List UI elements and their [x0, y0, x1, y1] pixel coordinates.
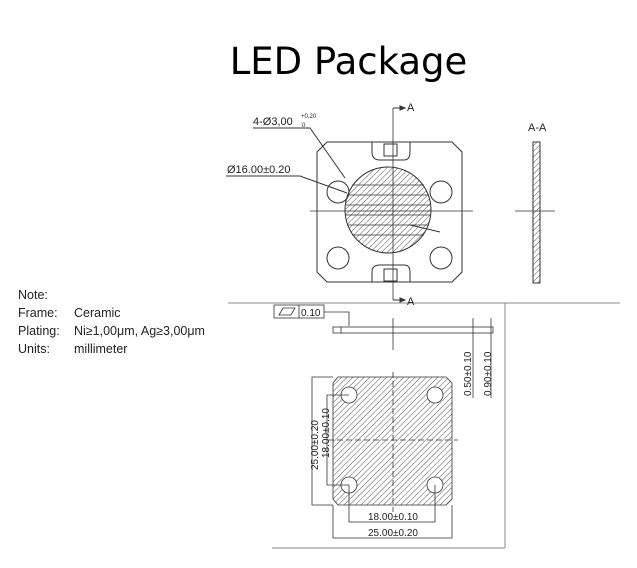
note-units: Units: millimeter [18, 340, 205, 358]
notes-block: Note: Frame: Ceramic Plating: Ni≥1,00μm, A… [18, 286, 205, 358]
outer-height-dimension: 25.00±0.20 [310, 420, 321, 470]
hole-tolerance-upper: +0,20 [301, 114, 317, 120]
flatness-value: 0.10 [301, 308, 321, 319]
mount-hole [429, 180, 453, 204]
page-title: LED Package [229, 40, 468, 83]
section-view [515, 141, 555, 284]
hole-width-dimension: 18.00±0.10 [368, 512, 418, 523]
note-value: Ceramic [74, 306, 121, 320]
hole-tolerance-lower: 0 [302, 123, 306, 129]
note-key: Plating: [18, 324, 60, 338]
top-view [226, 105, 473, 303]
section-marker-top: A [407, 102, 415, 114]
note-key: Frame: [18, 306, 58, 320]
led-emitter-area [344, 166, 432, 254]
hole-dimension: 4-Ø3,00 [253, 116, 293, 128]
circle-dimension: Ø16.00±0.20 [227, 164, 291, 176]
mount-hole [429, 246, 453, 270]
note-value: Ni≥1,00μm, Ag≥3,00μm [74, 324, 205, 338]
side-view [273, 304, 494, 398]
notes-heading: Note: [18, 288, 48, 302]
section-marker-bottom: A [407, 296, 415, 308]
thickness-inner-dimension: 0.50±0.10 [463, 351, 474, 396]
note-value: millimeter [74, 342, 128, 356]
section-view-label: A-A [528, 122, 547, 134]
note-key: Units: [18, 342, 50, 356]
note-frame: Frame: Ceramic [18, 304, 205, 322]
thickness-total-dimension: 0.90±0.10 [483, 351, 494, 396]
outer-width-dimension: 25.00±0.20 [368, 528, 418, 539]
note-plating: Plating: Ni≥1,00μm, Ag≥3,00μm [18, 322, 205, 340]
bottom-view [311, 372, 458, 539]
hole-height-dimension: 18.00±0.10 [321, 408, 332, 458]
mount-hole [326, 246, 350, 270]
